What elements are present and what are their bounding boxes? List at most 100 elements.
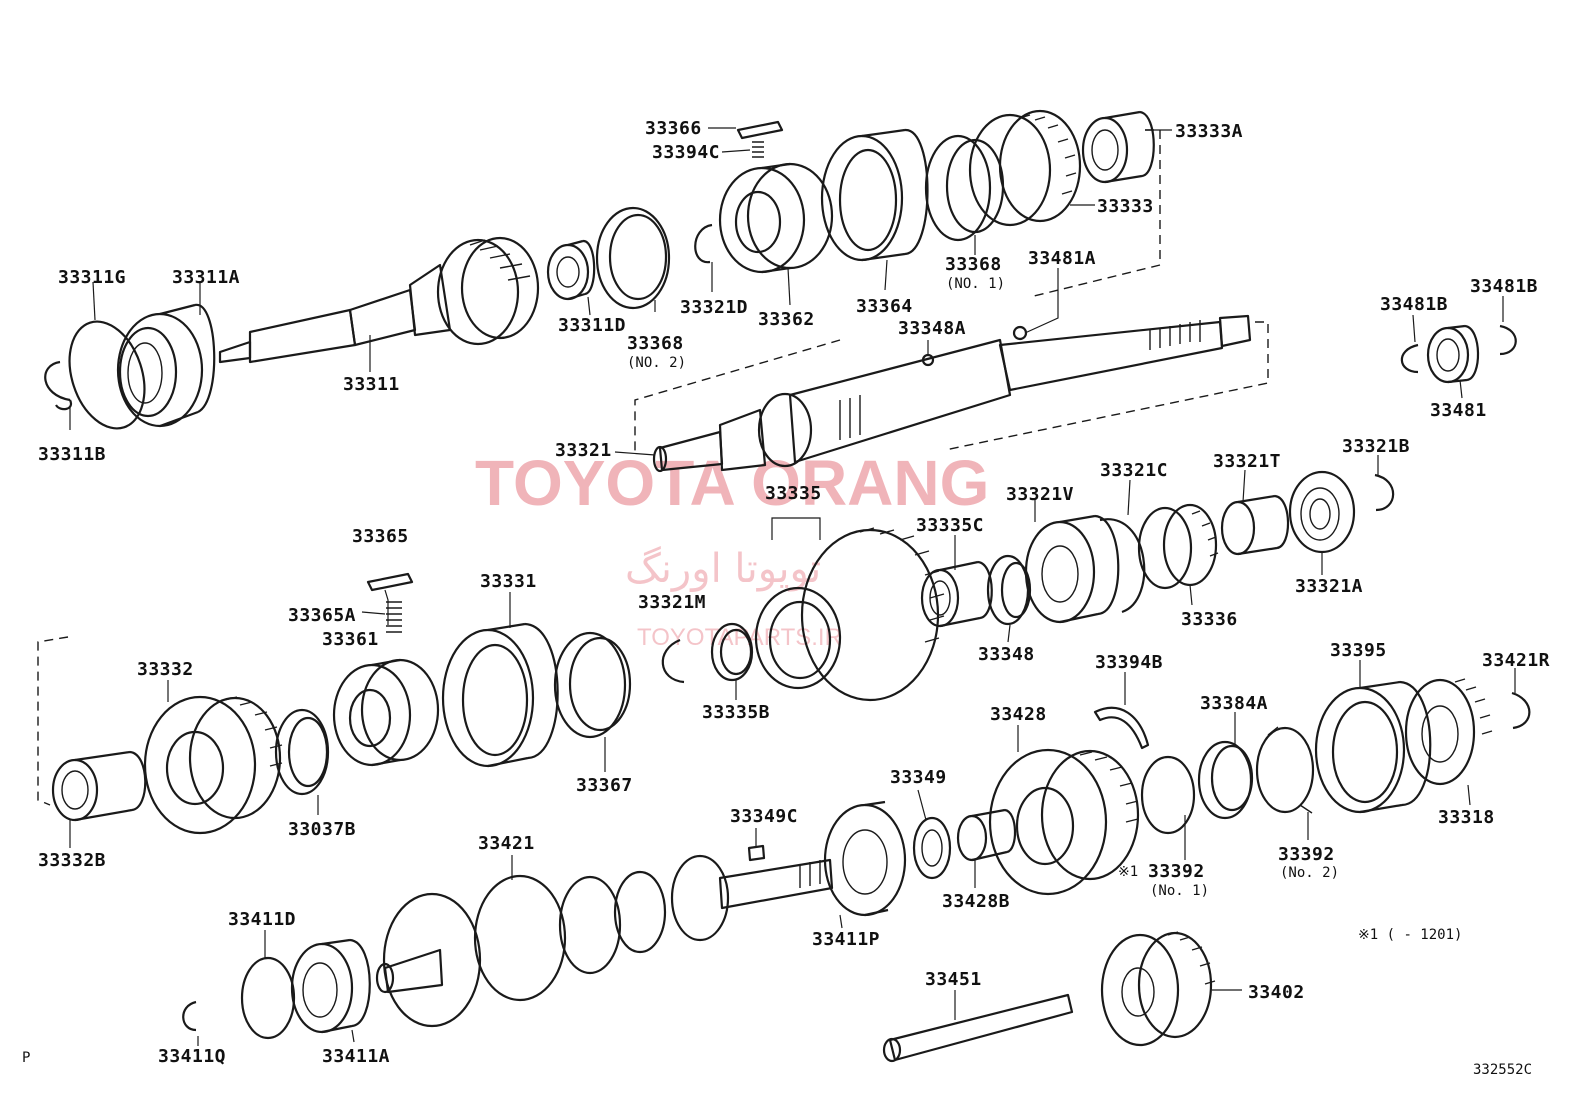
part-33428B[interactable] <box>956 808 1017 862</box>
part-33411P[interactable] <box>823 800 907 917</box>
label-33428B[interactable]: 33428B <box>942 891 1010 912</box>
label-33481B-right[interactable]: 33481B <box>1470 276 1538 297</box>
part-33365[interactable] <box>366 572 414 592</box>
label-33394B[interactable]: 33394B <box>1095 652 1163 673</box>
label-33311D[interactable]: 33311D <box>558 315 626 336</box>
label-33321T[interactable]: 33321T <box>1213 451 1281 472</box>
part-33311A[interactable] <box>116 303 216 428</box>
part-33321T[interactable] <box>1220 494 1290 556</box>
label-33362[interactable]: 33362 <box>758 309 815 330</box>
part-33361[interactable] <box>332 658 440 767</box>
part-33366[interactable] <box>736 120 784 140</box>
label-33321B[interactable]: 33321B <box>1342 436 1410 457</box>
part-33332[interactable] <box>143 695 283 835</box>
label-33332[interactable]: 33332 <box>137 659 194 680</box>
label-33335[interactable]: 33335 <box>765 483 822 504</box>
label-33311A[interactable]: 33311A <box>172 267 240 288</box>
label-33321A[interactable]: 33321A <box>1295 576 1363 597</box>
part-33481B-right[interactable] <box>1499 324 1517 356</box>
part-33481[interactable] <box>1426 324 1480 384</box>
part-33321A[interactable] <box>1288 470 1356 554</box>
label-33348[interactable]: 33348 <box>978 644 1035 665</box>
label-33311[interactable]: 33311 <box>343 374 400 395</box>
part-33321D[interactable] <box>694 223 713 264</box>
label-33411A[interactable]: 33411A <box>322 1046 390 1067</box>
part-33321C[interactable] <box>1099 518 1146 614</box>
label-33365A[interactable]: 33365A <box>288 605 356 626</box>
part-33481A[interactable] <box>1012 325 1028 341</box>
label-33481B-left[interactable]: 33481B <box>1380 294 1448 315</box>
label-33331[interactable]: 33331 <box>480 571 537 592</box>
label-33411D[interactable]: 33411D <box>228 909 296 930</box>
label-33421R[interactable]: 33421R <box>1482 650 1550 671</box>
part-33384A[interactable] <box>1197 740 1254 820</box>
label-33336[interactable]: 33336 <box>1181 609 1238 630</box>
part-33368-no1[interactable] <box>924 134 1005 242</box>
part-33349[interactable] <box>912 816 952 880</box>
part-33333A[interactable] <box>1081 110 1155 184</box>
label-33368-no1[interactable]: 33368 <box>945 254 1002 275</box>
part-33335B[interactable] <box>710 622 754 682</box>
label-33392-no1[interactable]: 33392 <box>1148 861 1205 882</box>
label-33481[interactable]: 33481 <box>1430 400 1487 421</box>
part-33348[interactable] <box>986 554 1032 626</box>
label-33451[interactable]: 33451 <box>925 969 982 990</box>
part-33481B-left[interactable] <box>1400 343 1419 374</box>
label-33384A[interactable]: 33384A <box>1200 693 1268 714</box>
label-33361[interactable]: 33361 <box>322 629 379 650</box>
label-33321V[interactable]: 33321V <box>1006 484 1074 505</box>
label-33333A[interactable]: 33333A <box>1175 121 1243 142</box>
part-33421R[interactable] <box>1511 691 1531 730</box>
part-33428[interactable] <box>988 748 1140 896</box>
part-33311D[interactable] <box>546 239 596 301</box>
label-33364[interactable]: 33364 <box>856 296 913 317</box>
label-33321[interactable]: 33321 <box>555 440 612 461</box>
label-33365[interactable]: 33365 <box>352 526 409 547</box>
part-33332B[interactable] <box>51 750 147 822</box>
part-33364[interactable] <box>820 128 929 262</box>
part-33321B[interactable] <box>1374 473 1395 512</box>
label-33335B[interactable]: 33335B <box>702 702 770 723</box>
part-33411Q[interactable] <box>182 1000 197 1032</box>
part-33333[interactable] <box>968 109 1082 227</box>
label-33368-no2[interactable]: 33368 <box>627 333 684 354</box>
part-33349C[interactable] <box>747 844 766 862</box>
part-33321M[interactable] <box>661 638 685 684</box>
part-33411D[interactable] <box>240 956 296 1040</box>
part-33336[interactable] <box>1137 503 1219 590</box>
part-33392-no2[interactable] <box>1255 726 1315 814</box>
label-33481A[interactable]: 33481A <box>1028 248 1096 269</box>
label-33366[interactable]: 33366 <box>645 118 702 139</box>
label-33349[interactable]: 33349 <box>890 767 947 788</box>
label-33321C[interactable]: 33321C <box>1100 460 1168 481</box>
label-33428[interactable]: 33428 <box>990 704 1047 725</box>
label-33332B[interactable]: 33332B <box>38 850 106 871</box>
part-33394C[interactable] <box>752 141 764 158</box>
part-33421[interactable] <box>375 854 834 1028</box>
label-33321M[interactable]: 33321M <box>638 592 706 613</box>
part-33368-no2[interactable] <box>595 206 671 310</box>
label-33321D[interactable]: 33321D <box>680 297 748 318</box>
label-33037B[interactable]: 33037B <box>288 819 356 840</box>
label-33394C[interactable]: 33394C <box>652 142 720 163</box>
part-33392-no1[interactable] <box>1140 755 1196 835</box>
label-33318[interactable]: 33318 <box>1438 807 1495 828</box>
label-33311G[interactable]: 33311G <box>58 267 126 288</box>
label-33411Q[interactable]: 33411Q <box>158 1046 226 1067</box>
part-33311G[interactable] <box>57 312 158 438</box>
part-33402[interactable] <box>1100 931 1216 1047</box>
part-33367[interactable] <box>553 631 632 739</box>
label-33333[interactable]: 33333 <box>1097 196 1154 217</box>
label-33348A[interactable]: 33348A <box>898 318 966 339</box>
label-33392-no2[interactable]: 33392 <box>1278 844 1335 865</box>
part-33394B[interactable] <box>1093 706 1150 750</box>
part-33362[interactable] <box>718 162 834 274</box>
part-33335C[interactable] <box>920 560 993 628</box>
label-33335C[interactable]: 33335C <box>916 515 984 536</box>
label-33349C[interactable]: 33349C <box>730 806 798 827</box>
label-33395[interactable]: 33395 <box>1330 640 1387 661</box>
part-33451[interactable] <box>882 993 1074 1063</box>
part-33037B[interactable] <box>274 708 330 796</box>
part-33411A[interactable] <box>290 938 371 1034</box>
part-33321V[interactable] <box>1024 514 1120 624</box>
